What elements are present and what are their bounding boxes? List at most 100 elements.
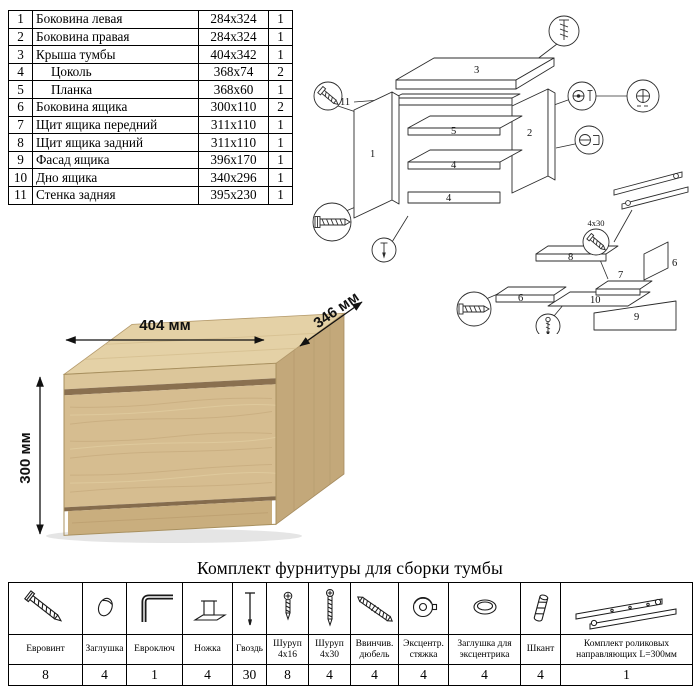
part-num: 9 — [8, 150, 33, 170]
wood-dowel-icon — [533, 593, 548, 622]
part-num: 3 — [8, 45, 33, 64]
wood-grain-light — [69, 403, 277, 484]
part-size: 404x342 — [198, 45, 269, 64]
hardware-cell — [398, 582, 449, 635]
leader-lines — [337, 43, 633, 317]
hardware-qty: 4 — [82, 664, 127, 686]
part-qty: 2 — [268, 62, 293, 82]
part-num: 8 — [8, 133, 33, 152]
part-label: 4 — [446, 193, 452, 204]
cabinet-side-face — [275, 312, 345, 526]
part-qty: 1 — [268, 45, 293, 64]
part-qty: 1 — [268, 150, 293, 170]
part-name: Стенка задняя — [32, 185, 199, 205]
hardware-cell — [448, 582, 521, 635]
part-name: Крыша тумбы — [32, 45, 199, 64]
height-label: 300 мм — [17, 432, 34, 483]
width-label: 404 мм — [139, 317, 190, 334]
part-qty: 1 — [268, 27, 293, 47]
hardware-name: Заглушка — [82, 634, 127, 665]
part-qty: 1 — [268, 80, 293, 99]
hardware-name: Шуруп 4x30 — [308, 634, 351, 665]
part-num: 11 — [8, 185, 33, 205]
part-qty: 1 — [268, 115, 293, 135]
hardware-name: Комплект роликовых направляющих L=300мм — [560, 634, 693, 665]
callout-screw-small — [535, 313, 561, 334]
hardware-qty: 8 — [266, 664, 309, 686]
part-size: 396x170 — [198, 150, 269, 170]
hardware-qty: 1 — [560, 664, 693, 686]
part-label: 5 — [451, 126, 456, 137]
part-size: 368x60 — [198, 80, 269, 99]
part-name: Цоколь — [32, 62, 199, 82]
part-label: 3 — [474, 65, 479, 76]
hardware-qty: 4 — [308, 664, 351, 686]
hardware-qty-row: 8 4 1 4 30 8 4 4 4 4 4 1 — [8, 664, 693, 686]
wood-grain — [69, 397, 273, 493]
hardware-qty: 4 — [182, 664, 233, 686]
part-num: 1 — [8, 10, 33, 29]
part-name: Боковина ящика — [32, 97, 199, 117]
part-label: 6 — [518, 293, 523, 304]
hardware-title: Комплект фурнитуры для сборки тумбы — [197, 558, 503, 578]
drawer-parts — [495, 241, 677, 331]
part-name: Боковина левая — [32, 10, 199, 29]
part-label: 4 — [451, 160, 457, 171]
hardware-table: Евровинт Заглушка Евроключ Ножка Гвоздь … — [8, 582, 693, 686]
part-label: 8 — [568, 252, 573, 263]
hardware-qty: 4 — [398, 664, 449, 686]
part-size: 284x324 — [198, 27, 269, 47]
nail-icon — [244, 591, 255, 625]
hardware-name: Евровинт — [8, 634, 83, 665]
leg-icon — [192, 599, 227, 621]
hardware-cell — [182, 582, 233, 635]
part-qty: 1 — [268, 168, 293, 187]
hardware-names-row: Евровинт Заглушка Евроключ Ножка Гвоздь … — [8, 634, 693, 665]
hardware-name: Ввинчив. дюбель — [350, 634, 399, 665]
part-num: 7 — [8, 115, 33, 135]
part-label: 1 — [370, 149, 375, 160]
hardware-name: Гвоздь — [232, 634, 267, 665]
hardware-cell — [560, 582, 693, 635]
hardware-cell — [350, 582, 399, 635]
plug-icon — [97, 597, 113, 616]
bottom-gap — [64, 496, 276, 512]
part-name: Дно ящика — [32, 168, 199, 187]
part-num: 4 — [8, 62, 33, 82]
hardware-cell — [520, 582, 561, 635]
hardware-name: Заглушка для эксцентрика — [448, 634, 521, 665]
part-name: Планка — [32, 80, 199, 99]
callout-nail — [371, 237, 397, 263]
hardware-cell — [232, 582, 267, 635]
hardware-cell — [126, 582, 183, 635]
hardware-qty: 4 — [520, 664, 561, 686]
dowel-screw-icon — [356, 595, 393, 622]
product-render: 404 мм 346 мм 300 мм — [17, 289, 363, 543]
part-qty: 1 — [268, 133, 293, 152]
part-name: Щит ящика задний — [32, 133, 199, 152]
hardware-name: Евроключ — [126, 634, 183, 665]
dimension-height: 300 мм — [17, 376, 44, 535]
callout-euroscrew-top — [313, 81, 343, 111]
callout-euroscrew-side — [312, 202, 352, 242]
cam-cover-icon — [472, 598, 497, 615]
hexkey-icon — [141, 594, 173, 622]
hardware-qty: 4 — [350, 664, 399, 686]
part-qty: 1 — [268, 185, 293, 205]
part-num: 6 — [8, 97, 33, 117]
part-size: 340x296 — [198, 168, 269, 187]
screw-4x30-icon — [325, 588, 334, 627]
callout-cam-detail — [626, 79, 660, 113]
part-name: Щит ящика передний — [32, 115, 199, 135]
hardware-name: Шуруп 4x16 — [266, 634, 309, 665]
